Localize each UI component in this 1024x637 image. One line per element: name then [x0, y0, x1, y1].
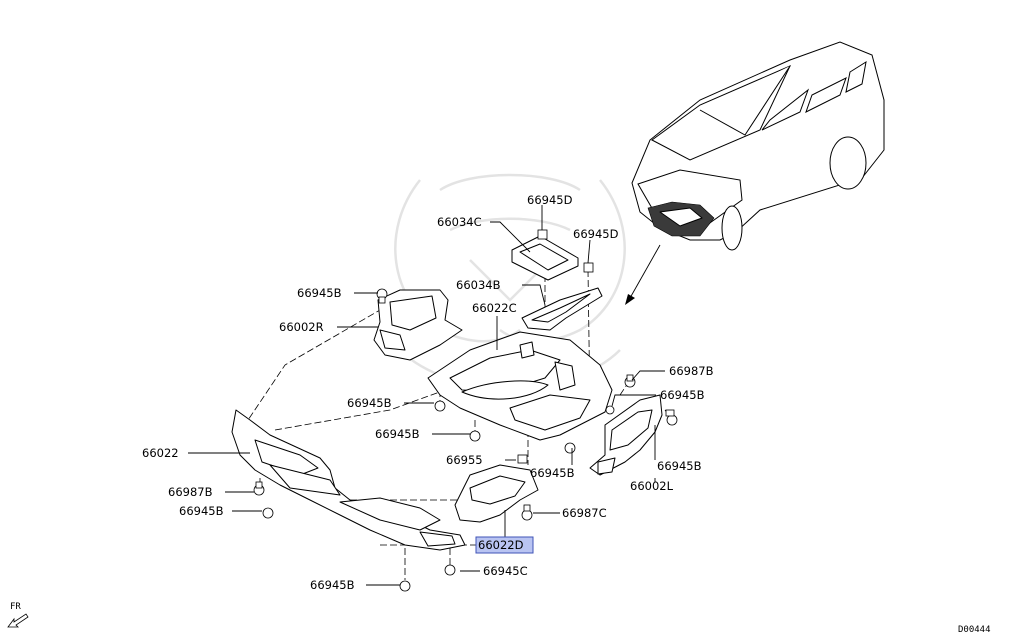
label-66945B-l[interactable]: 66945B — [179, 504, 224, 518]
label-66945B-bot[interactable]: 66945B — [310, 578, 355, 592]
label-66945B-c[interactable]: 66945B — [530, 466, 575, 480]
label-66987B-r[interactable]: 66987B — [669, 364, 714, 378]
bolt-66987C[interactable] — [521, 504, 533, 521]
vehicle-illustration — [625, 41, 885, 305]
label-66987C[interactable]: 66987C — [562, 506, 607, 520]
front-direction-marker: FR — [7, 602, 29, 628]
part-66022[interactable] — [231, 409, 466, 551]
label-66945C[interactable]: 66945C — [483, 564, 528, 578]
part-66022D[interactable] — [454, 464, 539, 523]
clip-66945B-r1[interactable] — [605, 405, 615, 415]
label-66022C[interactable]: 66022C — [472, 301, 517, 315]
part-labels: 66945D 66034C 66945D 66034B 66945B 66022… — [142, 193, 714, 592]
bolt-66987B-l[interactable] — [253, 481, 265, 496]
label-66945B-r1[interactable]: 66945B — [660, 388, 705, 402]
label-66945B-m2[interactable]: 66945B — [375, 427, 420, 441]
fasteners — [253, 229, 678, 592]
label-66987B-l[interactable]: 66987B — [168, 485, 213, 499]
label-66945B-top[interactable]: 66945B — [297, 286, 342, 300]
clip-66945B-m1[interactable] — [434, 400, 446, 412]
clip-66945B-bot[interactable] — [399, 580, 411, 592]
part-66002L[interactable] — [589, 394, 663, 476]
front-arrow-icon — [7, 613, 29, 628]
label-66034B[interactable]: 66034B — [456, 278, 501, 292]
clip-66945B-c[interactable] — [564, 442, 576, 454]
label-66034C[interactable]: 66034C — [437, 215, 482, 229]
clip-66945C[interactable] — [444, 564, 456, 576]
clip-66945B-m2[interactable] — [469, 430, 481, 442]
clip-66945B-l[interactable] — [262, 507, 274, 519]
label-66022[interactable]: 66022 — [142, 446, 179, 460]
clip-66945B-top[interactable] — [376, 288, 388, 304]
bolt-66987B-r[interactable] — [624, 374, 636, 388]
label-66945D-a[interactable]: 66945D — [527, 193, 573, 207]
part-66002R[interactable] — [373, 289, 463, 361]
part-66034C[interactable] — [511, 235, 579, 281]
label-66945D-b[interactable]: 66945D — [573, 227, 619, 241]
clip-66945D-a[interactable] — [537, 229, 548, 240]
selected-part-highlight — [475, 536, 534, 554]
label-66002R[interactable]: 66002R — [279, 320, 324, 334]
label-66002L[interactable]: 66002L — [630, 479, 674, 493]
leader-lines — [188, 205, 665, 586]
label-66945B-m1[interactable]: 66945B — [347, 396, 392, 410]
clip-66945D-b[interactable] — [583, 262, 594, 273]
fr-label: FR — [10, 602, 21, 612]
diagram-code: D00444 — [958, 625, 991, 635]
nut-66955[interactable] — [517, 454, 528, 464]
clip-66945B-r2[interactable] — [665, 409, 678, 426]
label-66945B-r2[interactable]: 66945B — [657, 459, 702, 473]
part-66034B[interactable] — [521, 287, 603, 331]
part-66022C[interactable] — [427, 331, 613, 441]
label-66955[interactable]: 66955 — [446, 453, 483, 467]
label-66022D[interactable]: 66022D — [478, 538, 524, 552]
